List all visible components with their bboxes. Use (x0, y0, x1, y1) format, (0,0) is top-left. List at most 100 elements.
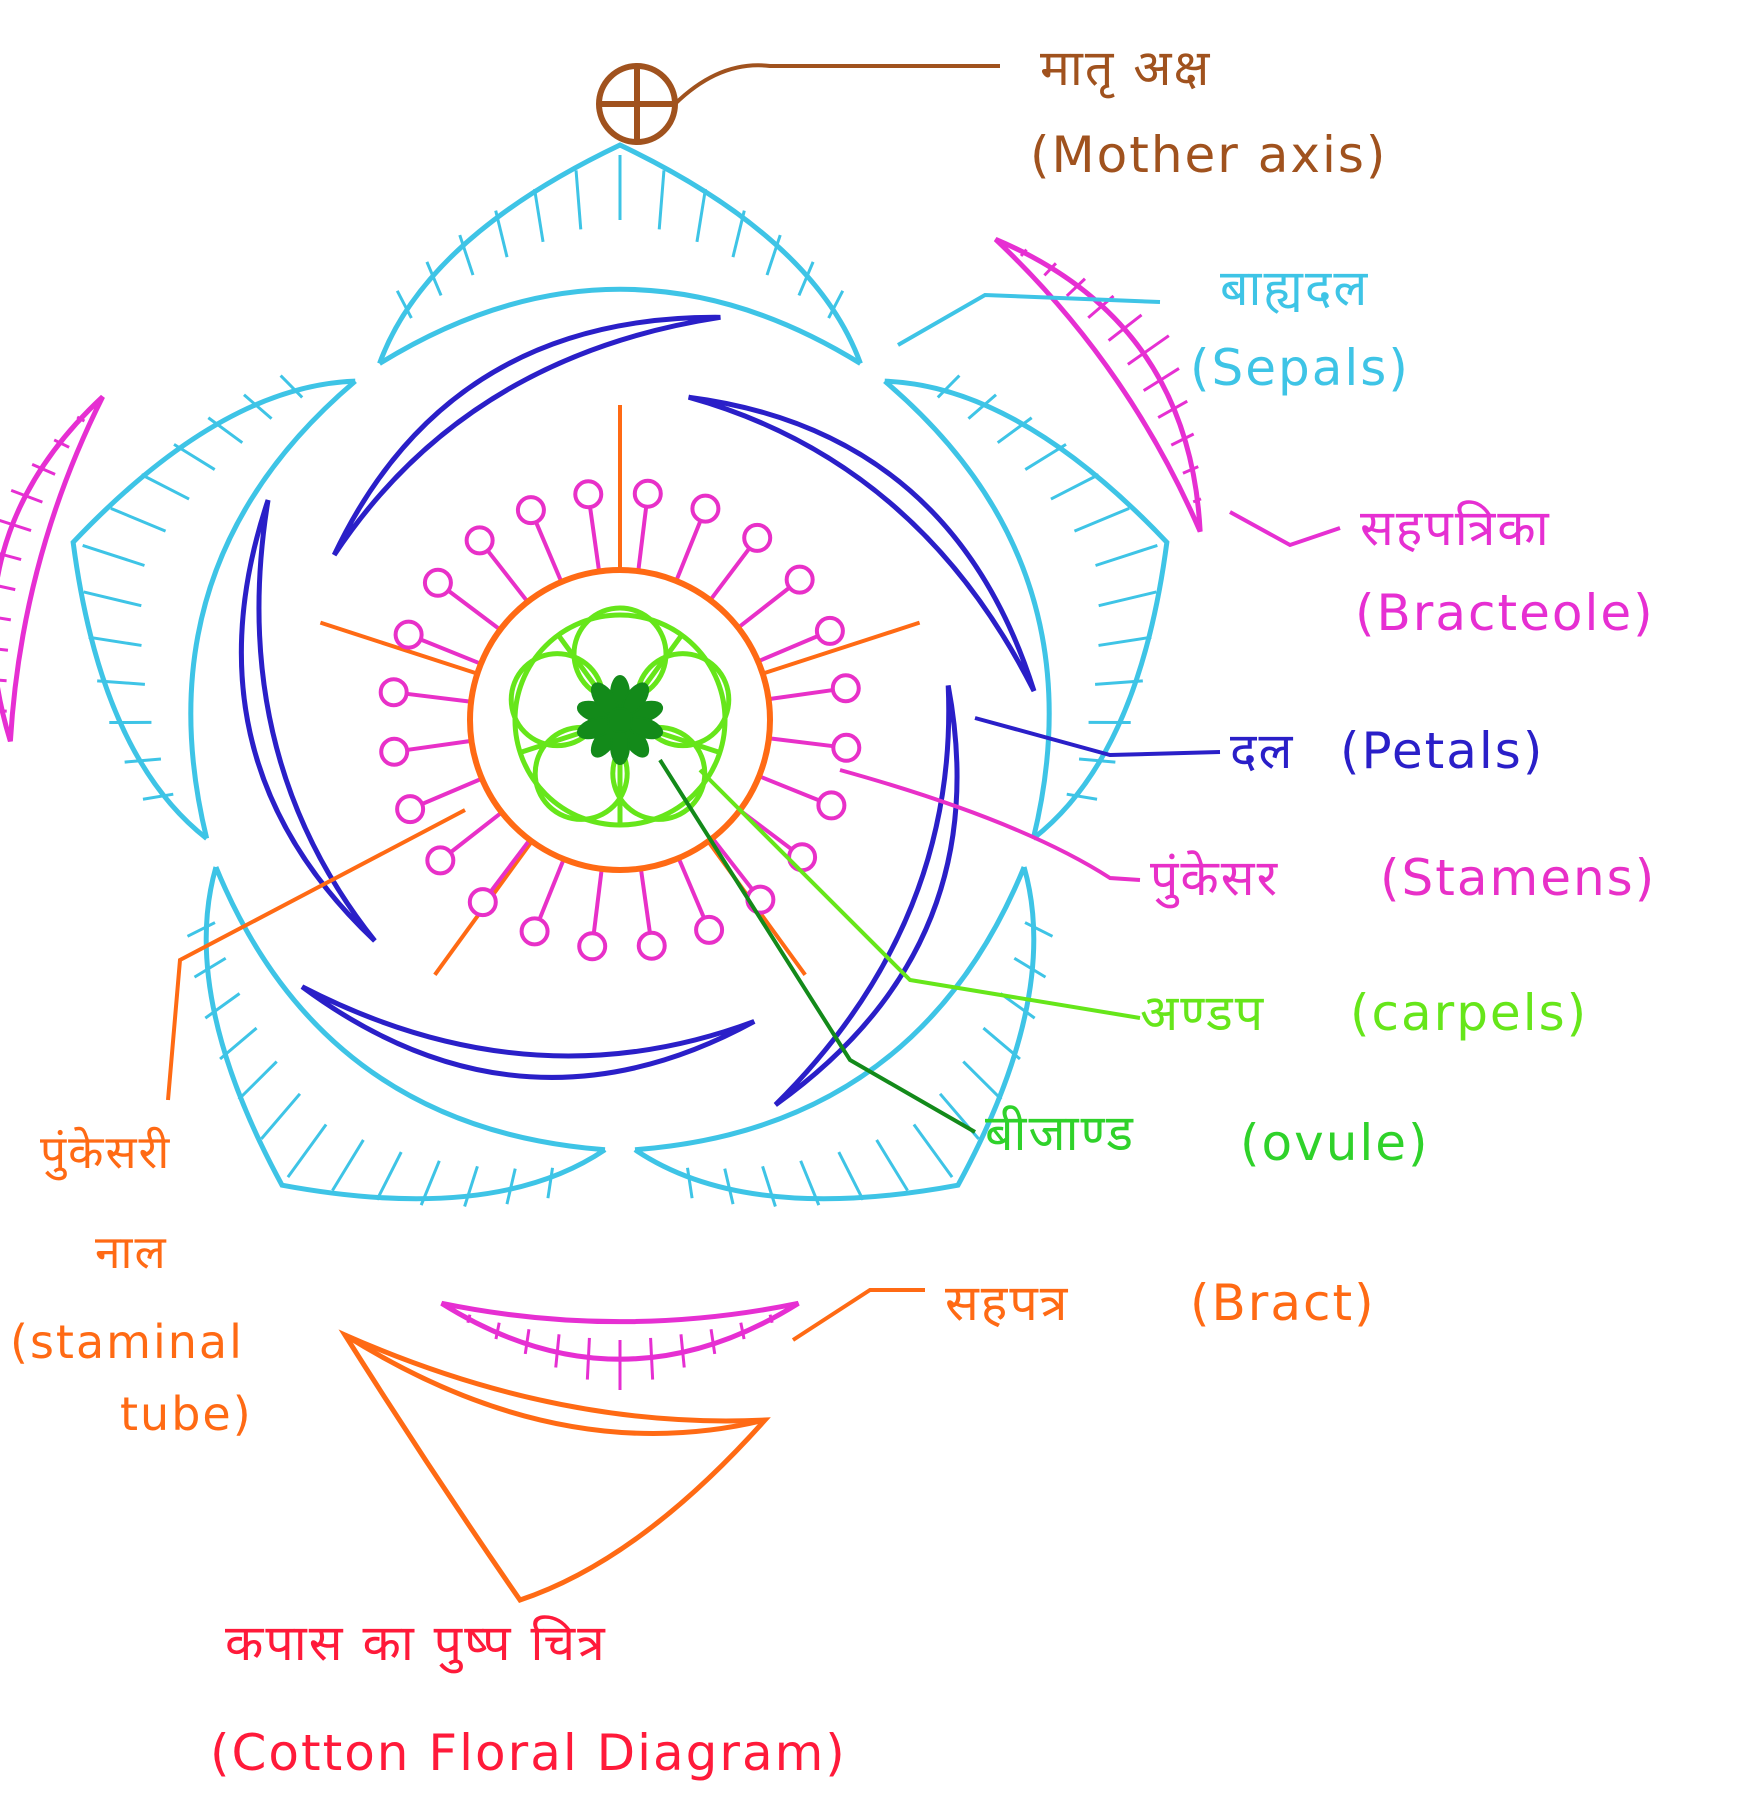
petal (773, 685, 960, 1107)
sepal-hatch (1073, 506, 1130, 533)
stamen-filament (770, 736, 834, 749)
stamen-filament (406, 691, 470, 704)
stamen-filament (406, 739, 470, 752)
stamen-filament (712, 838, 754, 891)
stamen-anther (464, 525, 495, 556)
staminal-tube-label-hindi-1: पुंकेसरी (40, 1125, 171, 1181)
sepal-hatch (546, 1167, 554, 1199)
stamen-anther (393, 619, 424, 650)
stamen-anther (814, 615, 845, 646)
sepal-hatch (505, 1168, 517, 1205)
staminal-tube-label: पुंकेसरी नाल (staminal tube) (10, 1125, 253, 1441)
stamen-anther (694, 914, 725, 945)
sepal-hatch (82, 543, 145, 567)
petals-label: दल (Petals) (1230, 722, 1542, 780)
stamens (378, 478, 862, 962)
diagram-title: कपास का पुष्प चित्र (Cotton Floral Diagr… (210, 1614, 847, 1782)
bracteole-outline (0, 394, 105, 743)
bracteole-hatch (1170, 432, 1195, 447)
bracteole-hatch (0, 678, 7, 683)
sepal-hatch (962, 1060, 1003, 1101)
bracteole-hatch (31, 463, 56, 476)
stamen-filament (760, 775, 821, 803)
sepal-outline (203, 866, 607, 1202)
stamen-anther (830, 673, 861, 704)
sepal-hatch (731, 210, 746, 258)
sepal-hatch (173, 443, 216, 471)
sepal-hatch (193, 956, 227, 979)
stamen-filament (591, 870, 604, 934)
stamen-anther (519, 916, 550, 947)
stamen-anther (816, 790, 847, 821)
petals (238, 314, 1037, 1107)
stamen-filament (489, 840, 531, 893)
bracteole-hatch (466, 1314, 472, 1324)
sepal-hatch (286, 1123, 328, 1178)
carpels-leader (698, 768, 1141, 1020)
sepal-hatch (996, 416, 1033, 444)
sepal-hatch (279, 374, 304, 399)
sepal-hatch (494, 210, 509, 258)
bract-label: सहपत्र (Bract) (945, 1274, 1374, 1332)
sepal-inner-edge (213, 866, 606, 1153)
sepal-hatch (1024, 443, 1067, 471)
bracteole-hatch (0, 552, 22, 561)
bracteole-hatch (1043, 262, 1057, 277)
bracteole-hatch (0, 616, 12, 622)
mother-axis-leader (673, 63, 1000, 106)
bracteole-hatch (1182, 465, 1199, 475)
sepal-hatch (1050, 473, 1100, 501)
sepal-hatch (574, 170, 583, 230)
sepal-hatch (1098, 590, 1157, 608)
sepal-hatch (1078, 757, 1116, 764)
stamen-anther (787, 842, 818, 873)
sepal-hatch (237, 1060, 278, 1101)
bracteoles (0, 237, 1203, 1390)
sepal-hatch (140, 473, 190, 501)
mother-axis-label-hindi: मातृ अक्ष (1040, 39, 1211, 99)
staminal-tube-label-english-2: tube) (120, 1387, 253, 1441)
sepals-label-english: (Sepals) (1190, 339, 1410, 397)
bracteole-hatch (10, 488, 43, 504)
sepal-hatch (207, 416, 244, 444)
stamen-filament (639, 870, 652, 934)
sepal-hatch (1094, 679, 1143, 686)
mother-axis-label: मातृ अक्ष (Mother axis) (1030, 39, 1385, 184)
sepal-hatch (124, 757, 162, 764)
bracteole-hatch (1107, 313, 1143, 342)
sepal-hatch (419, 1160, 441, 1206)
sepal-inner-edge (378, 286, 862, 366)
ovule (607, 707, 633, 733)
bracteole-hatch (523, 1329, 531, 1355)
sepal-hatch (83, 590, 142, 608)
stamen-anther (636, 930, 667, 961)
stamen-anther (573, 479, 604, 510)
bracteole-hatch (1127, 334, 1170, 366)
bracteole-hatch (554, 1334, 561, 1368)
sepal-hatch (936, 374, 961, 399)
staminal-tube-label-hindi-2: नाल (95, 1225, 168, 1279)
sepal-hatch (1024, 921, 1054, 938)
stamen-filament (534, 521, 563, 581)
sepal-inner-edge (634, 866, 1027, 1153)
bracteole-hatch (585, 1337, 591, 1380)
ovule-label: बीजाण्ड (ovule) (985, 1104, 1428, 1172)
stamen-anther (577, 931, 608, 962)
title-english: (Cotton Floral Diagram) (210, 1724, 847, 1782)
sepal-hatch (837, 1151, 865, 1201)
stamen-anther (515, 495, 546, 526)
stamen-filament (588, 506, 601, 570)
sepal-hatch (88, 635, 142, 647)
sepal-hatch (219, 1026, 258, 1061)
sepal-hatch (799, 1160, 821, 1206)
stamen-filament (738, 586, 791, 628)
sepal-hatch (657, 170, 666, 230)
sepal-hatch (765, 234, 782, 276)
stamen-anther (467, 887, 498, 918)
sepals-label: बाह्यदल (Sepals) (1190, 259, 1410, 397)
stamen-anther (690, 493, 721, 524)
bracteole-hatch (1065, 277, 1086, 298)
sepals-label-hindi: बाह्यदल (1220, 259, 1369, 317)
sepals-leader (897, 292, 1161, 347)
